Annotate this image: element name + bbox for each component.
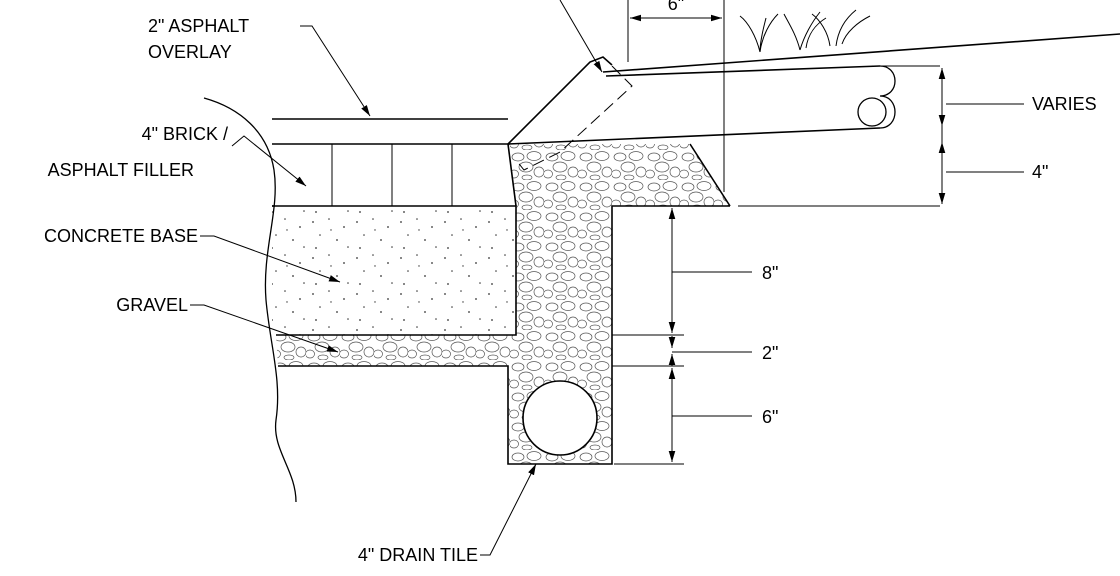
label-brick-filler-1: 4" BRICK / [142,124,228,144]
label-gravel: GRAVEL [116,295,188,315]
surface-line-upper [605,65,881,77]
curb-chamfer [689,143,731,207]
label-asphalt-overlay-2: OVERLAY [148,42,232,62]
leader-concrete-base [200,235,341,283]
leader-gravel [190,304,339,353]
break-line [203,97,297,503]
brick-filler-layer [272,143,508,207]
curb-dashed-outline [515,65,633,171]
leader-curb-top [559,0,603,73]
dim-curb-4-label: 4" [1032,162,1048,182]
gravel-layer [276,144,730,464]
leader-brick-filler [231,135,307,187]
concrete-base [272,206,516,335]
dim-top-width-label: 6" [668,0,684,14]
label-concrete-base: CONCRETE BASE [44,226,198,246]
dim-6-label: 6" [762,407,778,427]
drain-tile-pipe [522,380,598,456]
dim-8-label: 8" [762,263,778,283]
grade-line-top [602,33,1120,73]
leader-drain-tile [480,463,537,556]
leader-asphalt-overlay [300,25,371,117]
slanted-curb [507,56,613,145]
grass-icon [739,9,871,53]
surface-line-lower [507,127,881,145]
label-brick-filler-2: ASPHALT FILLER [48,160,194,180]
label-asphalt-overlay-1: 2" ASPHALT [148,16,249,36]
pipe-end [879,65,896,129]
label-drain-tile: 4" DRAIN TILE [358,545,478,565]
dim-2-label: 2" [762,343,778,363]
dim-varies-label: VARIES [1032,94,1097,114]
